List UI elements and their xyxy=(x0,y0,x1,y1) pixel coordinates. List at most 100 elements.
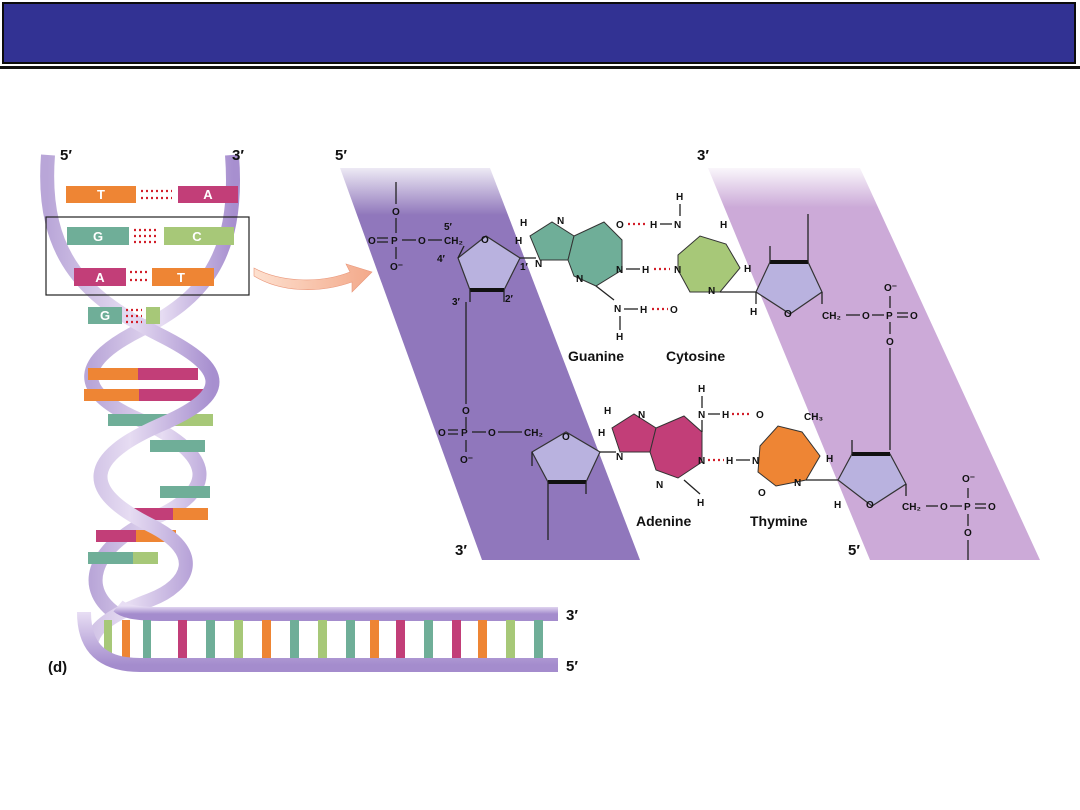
strand-label-3prime-top: 3′ xyxy=(697,147,709,164)
svg-text:N: N xyxy=(674,220,681,231)
svg-text:N: N xyxy=(674,265,681,276)
helix-strand-front xyxy=(40,154,220,643)
strand-label-3prime-bottom: 3′ xyxy=(455,542,467,559)
strand-label-5prime-bottom: 5′ xyxy=(848,542,860,559)
zoom-arrow xyxy=(253,263,373,293)
svg-text:O⁻: O⁻ xyxy=(884,283,897,294)
svg-text:N: N xyxy=(616,265,623,276)
svg-text:H: H xyxy=(698,384,705,395)
base-label: A xyxy=(95,270,105,285)
base-pair-2: G C xyxy=(67,227,234,245)
svg-text:CH₂: CH₂ xyxy=(902,502,921,513)
svg-text:H: H xyxy=(640,305,647,316)
svg-text:O: O xyxy=(616,220,624,231)
base-pair-3: A T xyxy=(74,268,214,286)
svg-text:O⁻: O⁻ xyxy=(460,455,473,466)
guanine-label: Guanine xyxy=(568,348,624,364)
base-label: G xyxy=(100,308,110,323)
ladder-label-3prime: 3′ xyxy=(566,607,578,624)
base-pair-4: G xyxy=(88,307,160,324)
svg-text:H: H xyxy=(650,220,657,231)
svg-text:O: O xyxy=(462,406,470,417)
unwound-ladder xyxy=(77,600,558,672)
svg-text:H: H xyxy=(697,498,704,509)
svg-text:O: O xyxy=(866,500,874,511)
svg-text:CH₂: CH₂ xyxy=(524,428,543,439)
svg-text:N: N xyxy=(698,456,705,467)
svg-text:2′: 2′ xyxy=(505,294,514,305)
helix-label-5prime: 5′ xyxy=(60,147,72,164)
svg-text:H: H xyxy=(520,218,527,229)
cytosine-base: N N H H Cytosine xyxy=(666,220,751,364)
svg-text:O: O xyxy=(392,207,400,218)
title-bar-underline xyxy=(0,66,1080,69)
phosphate-group: O O P O CH₂ O⁻ xyxy=(438,392,543,466)
svg-text:O: O xyxy=(438,428,446,439)
svg-text:H: H xyxy=(720,220,727,231)
svg-text:N: N xyxy=(708,286,715,297)
svg-text:O: O xyxy=(910,311,918,322)
panel-label: (d) xyxy=(48,659,67,676)
svg-text:P: P xyxy=(391,236,398,247)
svg-text:O: O xyxy=(756,410,764,421)
svg-text:N: N xyxy=(535,259,542,270)
svg-text:H: H xyxy=(642,265,649,276)
base-label: T xyxy=(97,187,105,202)
svg-text:O: O xyxy=(784,309,792,320)
double-helix: T A G C A T G xyxy=(40,147,578,676)
svg-text:H: H xyxy=(744,264,751,275)
svg-text:O: O xyxy=(964,528,972,539)
ladder-label-5prime: 5′ xyxy=(566,658,578,675)
adenine-base: N N H N N H N H H O H Adenine xyxy=(604,384,764,529)
svg-text:O: O xyxy=(670,305,678,316)
deoxyribose-sugar: O H CH₂ O P O O⁻ O xyxy=(720,214,918,450)
svg-text:N: N xyxy=(616,452,623,463)
base-label: A xyxy=(203,187,213,202)
svg-text:N: N xyxy=(698,410,705,421)
svg-text:N: N xyxy=(752,456,759,467)
guanine-base: N N H N N O N H H H Guanine xyxy=(520,216,649,364)
svg-text:H: H xyxy=(515,236,522,247)
thymine-base: N N O CH₃ H Thymine xyxy=(750,412,838,529)
svg-text:4′: 4′ xyxy=(437,254,446,265)
svg-text:H: H xyxy=(722,410,729,421)
svg-text:O: O xyxy=(862,311,870,322)
svg-text:O: O xyxy=(418,236,426,247)
svg-text:N: N xyxy=(576,274,583,285)
svg-text:O: O xyxy=(481,235,489,246)
strand-label-5prime-top: 5′ xyxy=(335,147,347,164)
helix-label-3prime: 3′ xyxy=(232,147,244,164)
thymine-label: Thymine xyxy=(750,513,808,529)
svg-text:H: H xyxy=(726,456,733,467)
svg-text:1′: 1′ xyxy=(520,262,529,273)
title-bar xyxy=(2,2,1076,64)
adenine-label: Adenine xyxy=(636,513,691,529)
svg-text:O: O xyxy=(488,428,496,439)
svg-text:O⁻: O⁻ xyxy=(962,474,975,485)
svg-text:H: H xyxy=(750,307,757,318)
svg-text:H: H xyxy=(598,428,605,439)
svg-text:N: N xyxy=(656,480,663,491)
svg-text:O: O xyxy=(562,432,570,443)
svg-text:H: H xyxy=(834,500,841,511)
base-label: T xyxy=(177,270,185,285)
cytosine-label: Cytosine xyxy=(666,348,725,364)
svg-text:N: N xyxy=(638,410,645,421)
svg-text:N: N xyxy=(794,478,801,489)
svg-text:O: O xyxy=(758,488,766,499)
svg-text:P: P xyxy=(461,428,468,439)
svg-text:O⁻: O⁻ xyxy=(390,262,403,273)
base-label: G xyxy=(93,229,103,244)
base-pair-1: T A xyxy=(66,186,238,203)
phosphate-group: O O P O CH₂ O⁻ xyxy=(368,182,463,273)
svg-text:H: H xyxy=(826,454,833,465)
highlight-box xyxy=(45,216,250,296)
deoxyribose-sugar: O H xyxy=(531,428,616,540)
svg-text:O: O xyxy=(940,502,948,513)
svg-text:P: P xyxy=(886,311,893,322)
svg-text:H: H xyxy=(604,406,611,417)
base-label: C xyxy=(192,229,202,244)
svg-text:H: H xyxy=(616,332,623,343)
svg-text:P: P xyxy=(964,502,971,513)
